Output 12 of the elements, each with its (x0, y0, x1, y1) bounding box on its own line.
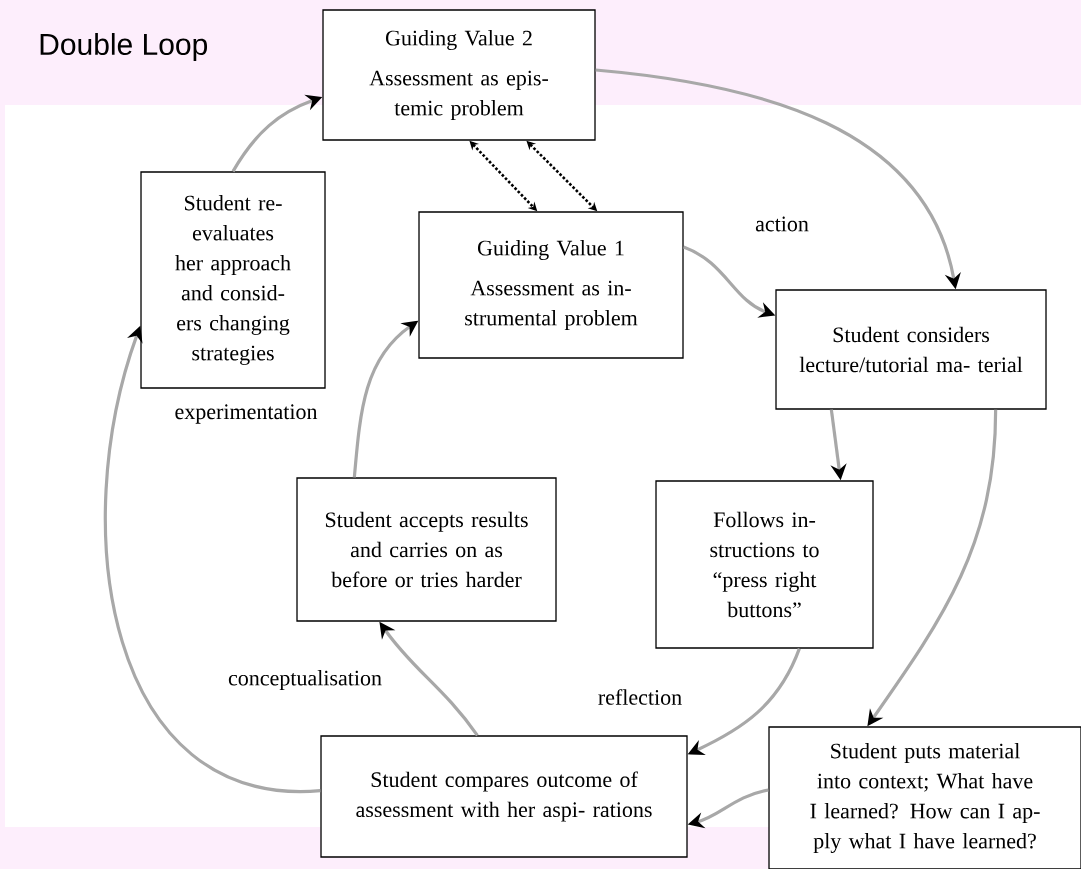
process-box: Student puts material into context; What have I learned? How can I ap- ply what I have learned? (768, 726, 1081, 869)
edge-label: experimentation (173, 403, 319, 425)
process-box: Guiding Value 1 Assessment as in- strumental problem (418, 211, 684, 359)
process-box: Student accepts results and carries on as before or tries harder (296, 477, 557, 622)
process-box: Student considers lecture/tutorial ma- terial (775, 289, 1047, 410)
edge-label: conceptualisation (227, 669, 383, 691)
process-box: Student re- evaluates her approach and consid- ers changing strategies (140, 171, 326, 389)
edge-label: reflection (596, 688, 684, 706)
process-box: Student compares outcome of assessment with her aspi- rations (320, 735, 688, 858)
title: Double Loop (40, 33, 208, 61)
process-box: Guiding Value 2 Assessment as epis- temic problem (322, 9, 596, 141)
process-box: Follows in- structions to “press right buttons” (655, 480, 874, 649)
